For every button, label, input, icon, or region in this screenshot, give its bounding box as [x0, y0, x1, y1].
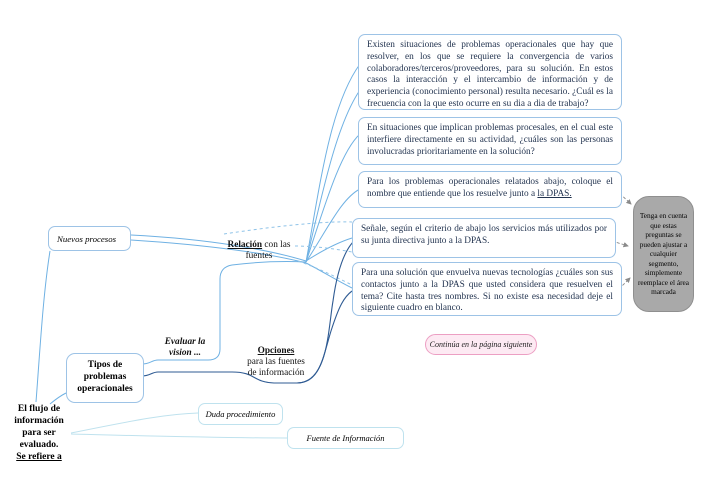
continuation-text: Continúa en la página siguiente — [429, 340, 533, 349]
branch-label-relacion: Relación con las fuentes — [220, 240, 298, 262]
question-box-servicios: Señale, según el criterio de abajo los s… — [352, 218, 616, 258]
branch-label-opciones: Opciones para las fuentes de información — [247, 346, 305, 379]
question-box-nombre: Para los problemas operacionales relatad… — [358, 171, 622, 208]
branch-label-text: Evaluar la vision ... — [164, 337, 206, 358]
question-box-personas: En situaciones que implican problemas pr… — [358, 117, 622, 165]
node-label: Nuevos procesos — [57, 233, 117, 244]
node-label: Duda procedimiento — [205, 409, 276, 419]
node-fuente-informacion: Fuente de Información — [287, 427, 404, 449]
node-label: Tipos de problemas operacionales — [77, 360, 133, 394]
side-note-text: Tenga en cuenta que estas preguntas se p… — [637, 211, 690, 297]
branch-label-bold: Relación — [227, 240, 263, 250]
dashed-blue-connectors — [223, 221, 353, 286]
branch-label-rest: para las fuentes de información — [247, 356, 305, 378]
continuation-badge: Continúa en la página siguiente — [425, 334, 537, 355]
node-duda-procedimiento: Duda procedimiento — [198, 403, 283, 425]
question-text: Para una solución que envuelva nuevas te… — [361, 268, 613, 314]
branch-label-evaluar: Evaluar la vision ... — [153, 337, 217, 359]
cyan-connectors — [70, 412, 288, 439]
branch-label-rest: con las fuentes — [245, 240, 291, 261]
question-text-underlined: la DPAS. — [537, 188, 572, 199]
root-label: El flujo de información para ser evaluad… — [14, 404, 64, 450]
question-box-frequency: Existen situaciones de problemas operaci… — [358, 34, 622, 110]
light-blue-connectors — [35, 63, 361, 405]
question-text: Existen situaciones de problemas operaci… — [367, 40, 613, 109]
node-nuevos-procesos: Nuevos procesos — [48, 226, 131, 251]
node-label: Fuente de Información — [306, 433, 385, 443]
dark-blue-connectors — [141, 241, 354, 384]
question-text: En situaciones que implican problemas pr… — [367, 123, 613, 157]
side-note: Tenga en cuenta que estas preguntas se p… — [633, 196, 694, 312]
root-label-underlined: Se refiere a — [16, 451, 62, 462]
question-text: Para los problemas operacionales relatad… — [367, 177, 613, 199]
branch-label-bold: Opciones — [257, 346, 295, 356]
question-box-tecnologias: Para una solución que envuelva nuevas te… — [352, 262, 622, 316]
root-node-flujo: El flujo de información para ser evaluad… — [6, 404, 72, 463]
question-text: Señale, según el criterio de abajo los s… — [361, 224, 607, 246]
node-tipos-problemas: Tipos de problemas operacionales — [66, 353, 144, 403]
